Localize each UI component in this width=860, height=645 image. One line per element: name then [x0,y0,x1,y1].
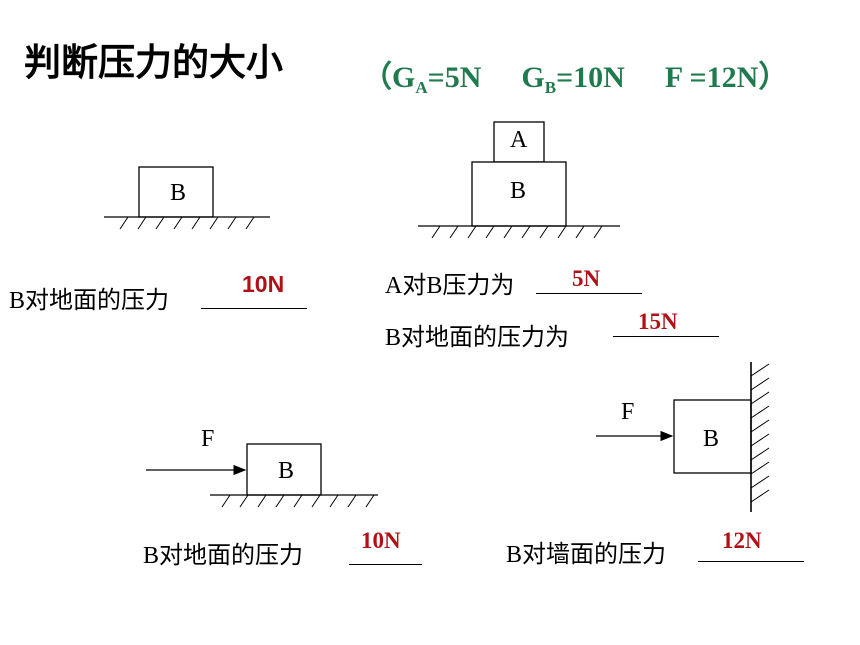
scene3-block-b [246,443,322,496]
scene2-answer-a-on-b: 5N [572,266,601,291]
scene2-diagram [418,121,620,239]
scene2-ground-hatch [431,225,603,239]
scene4-answer-blank [698,561,804,562]
given-open-paren: （ [362,61,392,94]
scene3-answer-blank [349,564,422,565]
given-gb-value: =10N [556,61,625,94]
scene1-block-b-label: B [170,180,187,206]
given-gb-subscript: B [544,78,557,97]
scene1-ground-hatch [119,216,255,230]
scene3-block-b-label: B [278,458,295,484]
scene2-answer-b-on-ground: 15N [638,309,678,334]
scene4-answer: 12N [722,528,762,553]
given-ga-subscript: A [415,78,428,97]
scene2-question-b-on-ground: B对地面的压力为 [385,325,570,351]
scene2-block-a-label: A [510,127,528,153]
scene3-diagram [146,443,378,508]
scene4-force-label: F [621,399,635,425]
scene4-block-b-label: B [703,426,720,452]
scene1-diagram [104,166,270,230]
given-ga-value: =5N [427,61,482,94]
scene2-answer2-blank [613,336,719,337]
given-gb-label: G [521,61,545,94]
scene2-question-a-on-b: A对B压力为 [385,273,515,299]
scene3-answer: 10N [361,528,401,553]
scene3-ground-hatch [221,494,375,508]
scene3-question: B对地面的压力 [143,543,304,569]
scene4-block-b [673,399,752,474]
scene4-diagram [596,362,770,512]
scene4-wall-hatch [750,363,770,503]
given-ga-label: G [392,61,416,94]
scene1-answer: 10N [242,271,285,297]
given-f-value: F =12N [664,61,759,94]
scene1-answer-blank [201,308,307,309]
scene4-question: B对墙面的压力 [506,542,667,568]
scene2-block-b-label: B [510,178,527,204]
page-title: 判断压力的大小 [24,41,283,84]
scene1-question: B对地面的压力 [9,288,170,314]
scene2-answer1-blank [536,293,642,294]
given-close-paren: ） [758,61,789,94]
scene3-force-label: F [201,426,215,452]
scene1-block-b [138,166,214,218]
